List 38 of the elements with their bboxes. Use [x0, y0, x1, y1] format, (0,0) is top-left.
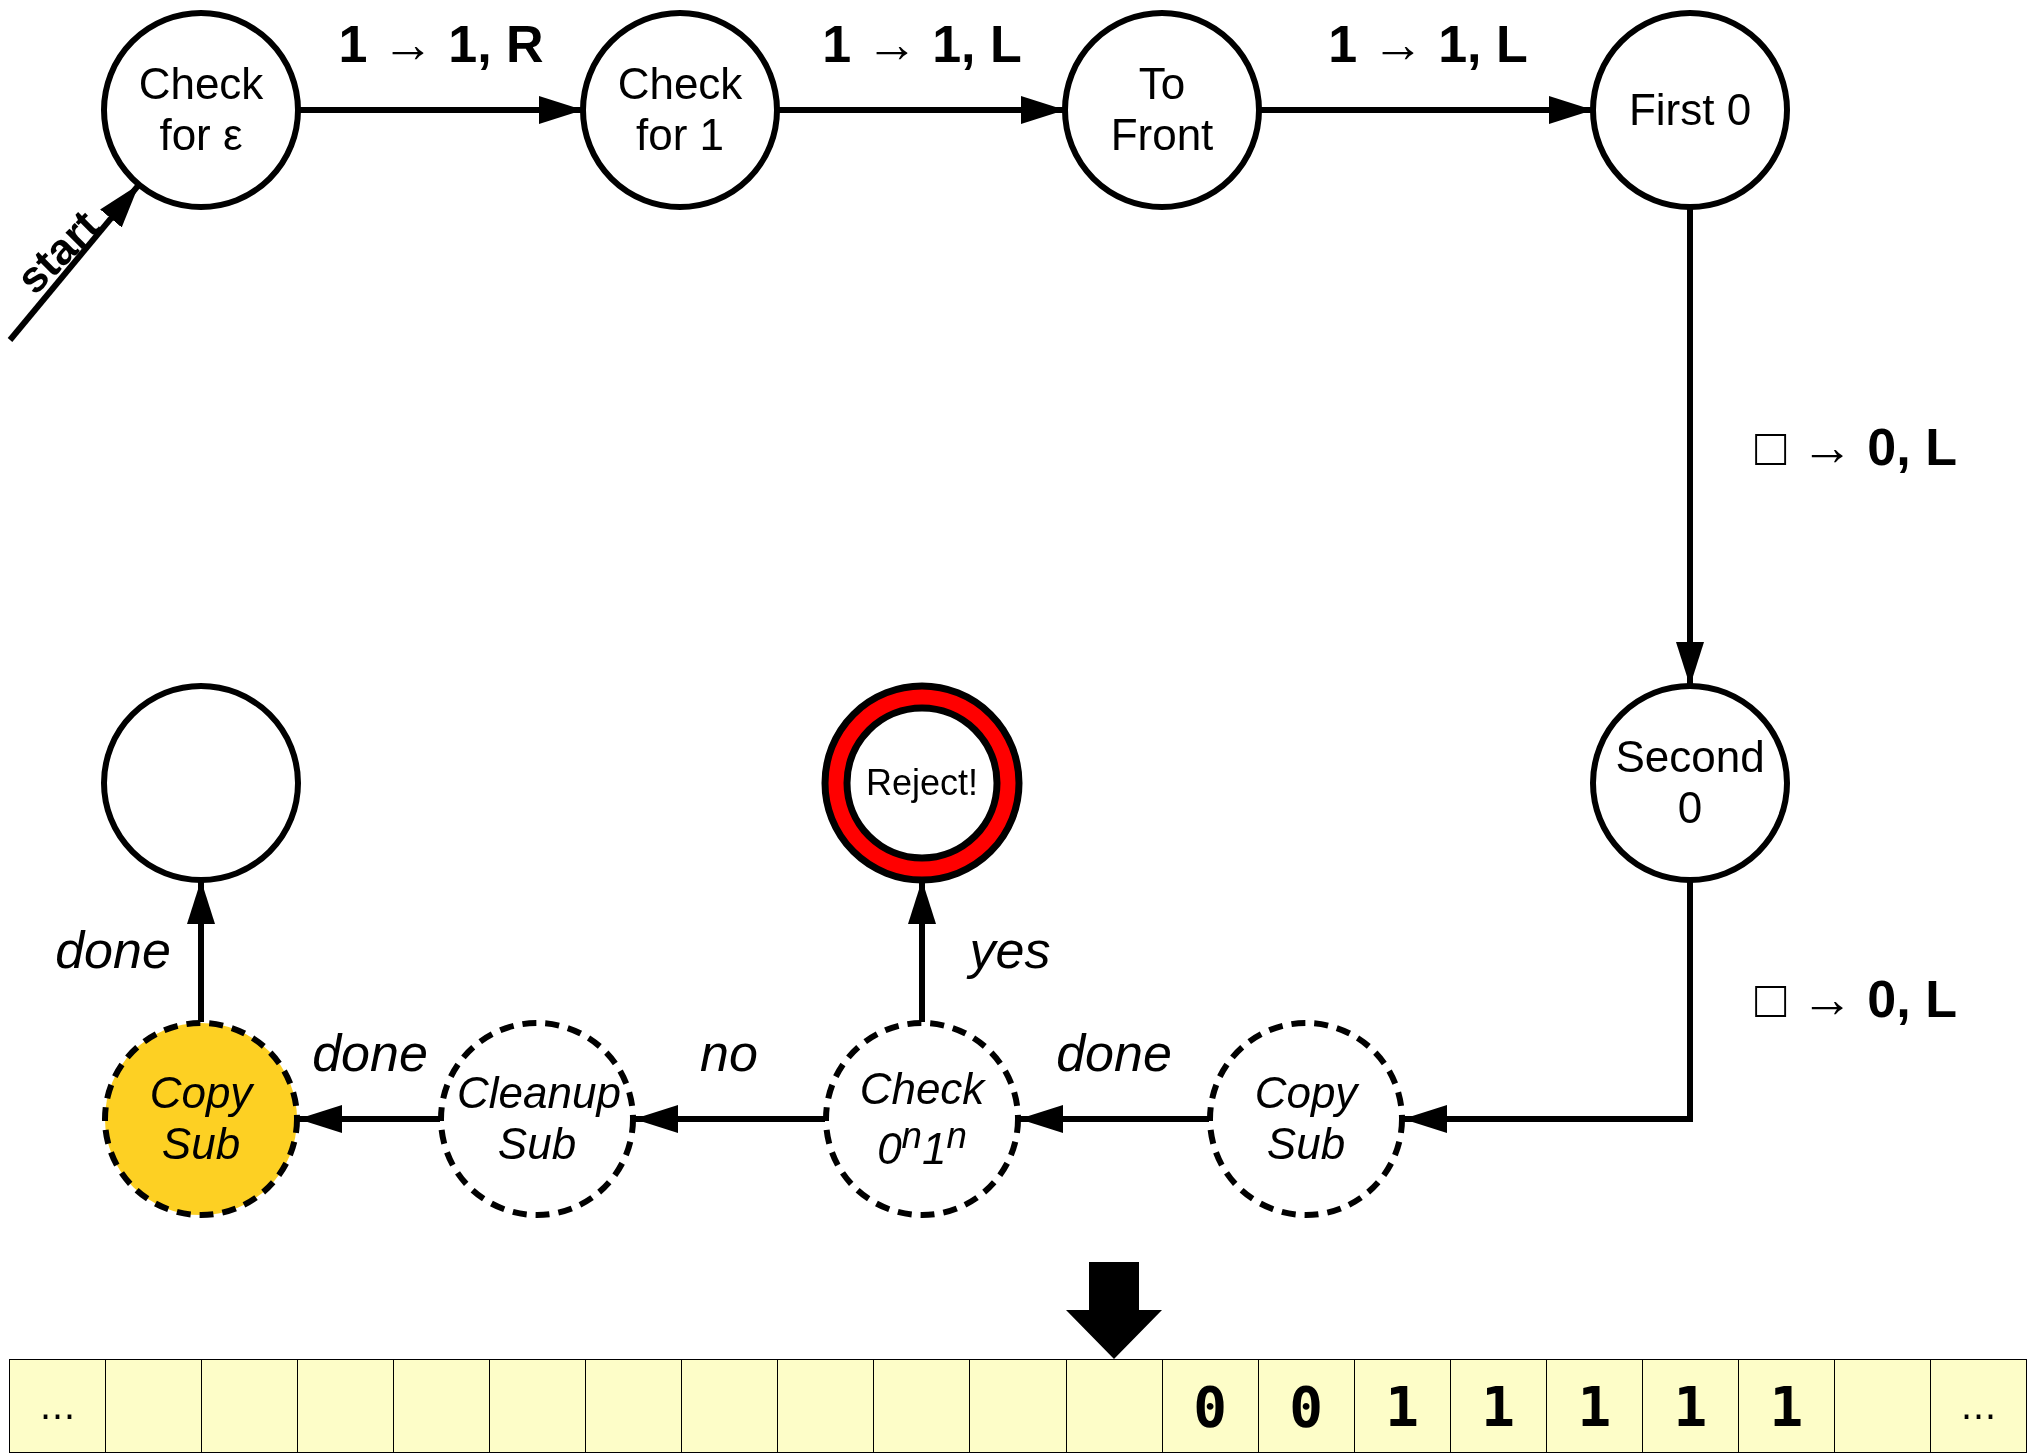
tape-cell: 0: [1257, 1359, 1355, 1453]
transition-arrow: [7, 182, 142, 342]
transition-arrow: [634, 1105, 825, 1133]
transition-arrow: [1676, 207, 1704, 686]
tape-cell: 1: [1737, 1359, 1835, 1453]
state-label: First 0: [1628, 84, 1752, 136]
tape-cell: …: [9, 1359, 107, 1453]
state-label: Copy Sub: [148, 1068, 256, 1170]
tape-cell: 1: [1641, 1359, 1739, 1453]
tape-cell: 1: [1545, 1359, 1643, 1453]
state-circle: [100, 682, 302, 884]
state-label: To Front: [1109, 59, 1215, 161]
transition-arrow: [1259, 96, 1593, 124]
subroutine-circle: [100, 1018, 302, 1220]
subroutine-circle: [821, 1018, 1023, 1220]
transition-arrow: [1019, 1105, 1209, 1133]
state-label: Copy Sub: [1253, 1068, 1361, 1170]
transition-arrow: [298, 1105, 440, 1133]
state-circle: [1589, 9, 1791, 211]
transition-arrow: [777, 96, 1065, 124]
reject-state-circle: [821, 682, 1023, 884]
tape-cell: 1: [1353, 1359, 1451, 1453]
state-label: Reject!: [865, 762, 978, 804]
state-label: Check for 1: [616, 59, 744, 161]
state-circle: [100, 9, 302, 211]
transition-arrow: [298, 96, 583, 124]
state-circle: [1061, 9, 1263, 211]
tape-cell: …: [1929, 1359, 2027, 1453]
subroutine-circle: [1205, 1018, 1407, 1220]
state-label: Check for ε: [137, 59, 265, 161]
state-circle: [579, 9, 781, 211]
state-circle: [1589, 682, 1791, 884]
transition-arrow: [187, 880, 215, 1022]
tape-cell: 1: [1449, 1359, 1547, 1453]
state-label: Check 0$^{n}$1$^{n}$: [858, 1064, 987, 1174]
state-label: Second 0: [1614, 732, 1766, 834]
tape-cell: 0: [1161, 1359, 1259, 1453]
subroutine-circle: [436, 1018, 638, 1220]
